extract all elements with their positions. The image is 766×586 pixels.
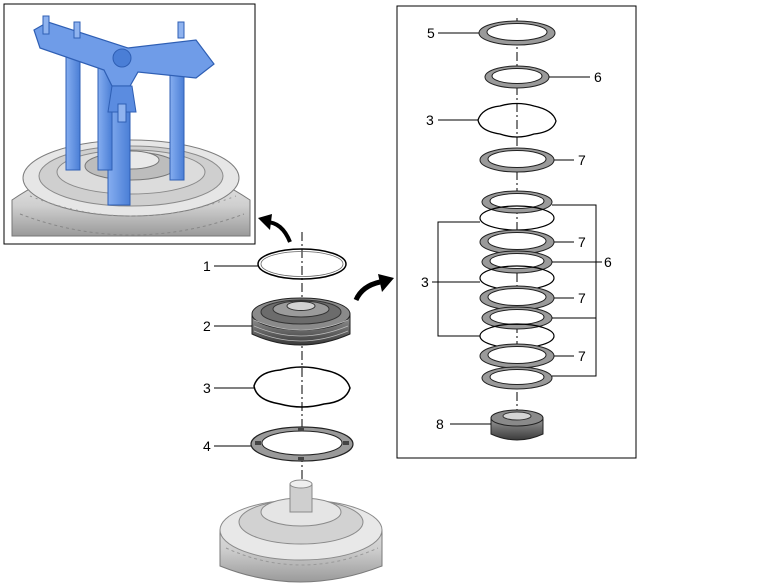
wave-ring xyxy=(253,366,351,408)
arrow-head-detail xyxy=(378,274,394,292)
clutch-pack xyxy=(251,297,351,346)
detail-callout-7-d: 7 xyxy=(578,348,586,364)
clutch-hub xyxy=(490,409,544,441)
detail-callout-6-top: 6 xyxy=(594,69,602,85)
wave-ring-detail xyxy=(477,102,557,138)
ring-5 xyxy=(478,20,556,46)
detail-callout-5: 5 xyxy=(427,25,435,41)
ring-stack-detail xyxy=(479,190,555,390)
transmission-housing xyxy=(219,479,383,583)
callout-3: 3 xyxy=(203,380,211,396)
curved-arrow-to-detail xyxy=(353,279,381,302)
detail-callout-7-a: 7 xyxy=(578,152,586,168)
callout-2: 2 xyxy=(203,318,211,334)
ring-7-top xyxy=(479,147,555,173)
inset-housing xyxy=(11,139,251,237)
detail-callout-6-bracket: 6 xyxy=(604,254,612,270)
tool-inset xyxy=(3,3,256,245)
main-stack: 1 2 3 4 xyxy=(203,232,383,583)
detail-callout-7-b: 7 xyxy=(578,234,586,250)
snap-ring xyxy=(257,248,347,280)
detail-callout-3-top: 3 xyxy=(426,112,434,128)
ring-6-top xyxy=(484,65,550,89)
callout-1: 1 xyxy=(203,258,211,274)
detail-callout-8: 8 xyxy=(436,416,444,432)
dish-plate xyxy=(250,426,354,462)
detail-inset: 5 6 3 7 7 6 3 7 7 8 xyxy=(396,5,637,459)
detail-callout-3-bracket: 3 xyxy=(421,274,429,290)
detail-callout-7-c: 7 xyxy=(578,290,586,306)
callout-4: 4 xyxy=(203,438,211,454)
arrow-head-tool xyxy=(258,214,272,230)
special-tool xyxy=(33,15,215,206)
